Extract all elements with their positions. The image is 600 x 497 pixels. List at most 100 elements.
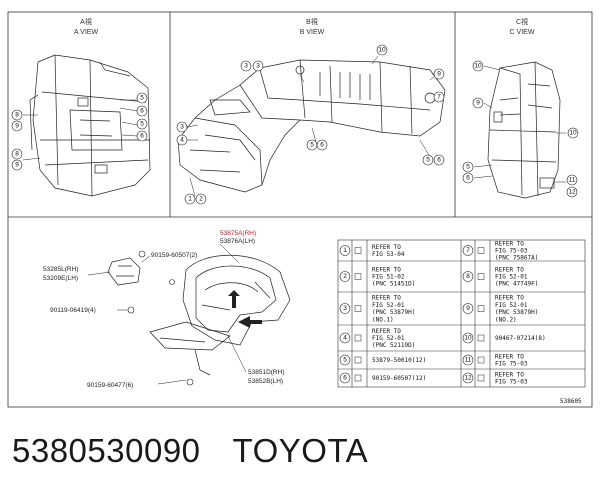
callout-5[interactable]: 5 [136,92,148,104]
legend-text: REFER TO [495,240,524,247]
fastener-icon [354,305,362,312]
legend-text: FIG 75-03 [495,361,528,368]
callout-9[interactable]: 9 [11,120,23,132]
view-a-title: A視 [80,17,92,26]
callout-5[interactable]: 5 [306,139,318,151]
legend-text: (NO.2) [495,316,517,323]
svg-text:2: 2 [199,196,203,203]
callout-6[interactable]: 6 [136,105,148,117]
legend-text: REFER TO [495,295,524,302]
view-c-callouts [473,65,566,183]
callout-7[interactable]: 7 [433,91,445,103]
callout-2[interactable]: 2 [195,193,207,205]
callout-9[interactable]: 9 [472,97,484,109]
svg-text:6: 6 [140,133,144,140]
callout-9[interactable]: 9 [433,68,445,80]
fastener-icon [477,356,485,364]
assembly-arrows [228,290,262,328]
legend-text: (PNC 47749F) [495,281,538,288]
label-clip-1[interactable]: 90159-60507(2) [151,252,197,259]
fastener-icon [477,247,485,254]
callout-6[interactable]: 6 [462,172,474,184]
legend-text: FIG 75-03 [495,379,528,386]
legend-text: FIG 53-04 [372,251,405,258]
fastener-icon [354,356,362,364]
callout-5[interactable]: 5 [136,118,148,130]
part-number: 5380530090 [12,432,201,469]
callout-6[interactable]: 6 [433,154,445,166]
view-a-drawing [29,54,151,197]
callout-5[interactable]: 5 [462,161,474,173]
svg-text:11: 11 [569,177,576,184]
svg-text:5: 5 [140,121,144,128]
svg-text:6: 6 [466,175,470,182]
legend-text: (PNC 53879H) [372,309,415,316]
svg-text:6: 6 [320,142,324,149]
view-c-drawing [487,61,561,199]
legend-text: FIG 52-01 [372,302,405,309]
callout-11[interactable]: 11 [566,174,578,186]
callout-10[interactable]: 10 [376,44,388,56]
view-b-subtitle: B VIEW [300,29,325,36]
svg-text:3: 3 [256,63,260,70]
legend-number: 7 [466,247,470,254]
fasteners [127,250,194,386]
label-clip-2[interactable]: 90119-06419(4) [50,307,96,314]
legend-text: (PNC 52119D) [372,342,415,349]
legend-text: (PNC 51451D) [372,281,415,288]
callout-3[interactable]: 3 [176,121,188,133]
diagram-frame [7,11,593,408]
svg-text:10: 10 [474,63,482,70]
fender-liner-drawing [107,254,291,376]
label-liner-lh[interactable]: 53876A(LH) [220,238,255,245]
svg-text:3: 3 [244,63,248,70]
legend-text: REFER TO [372,266,401,273]
legend-number: 8 [466,273,470,280]
legend-text: REFER TO [372,295,401,302]
label-cover-lh[interactable]: 53852B(LH) [248,378,283,385]
callout-10[interactable]: 10 [472,60,484,72]
callout-4[interactable]: 4 [176,134,188,146]
label-clip-3[interactable]: 90159-60477(6) [87,382,133,389]
label-seal-rh[interactable]: 53285L(RH) [43,266,78,273]
svg-text:9: 9 [476,100,480,107]
fastener-icon [477,273,485,280]
callout-6[interactable]: 6 [316,139,328,151]
label-liner-rh[interactable]: 53875A(RH) [220,230,256,237]
legend-number: 3 [343,305,347,312]
callout-8[interactable]: 8 [11,148,23,160]
callout-8[interactable]: 8 [11,109,23,121]
legend-number: 1 [343,247,347,254]
callout-6[interactable]: 6 [136,130,148,142]
fastener-icon [477,334,485,342]
assembly-leaders [87,243,247,385]
legend-text: (PNC 53879H) [495,309,538,316]
callout-9[interactable]: 9 [11,159,23,171]
label-cover-rh[interactable]: 53851D(RH) [248,369,285,376]
figure-code: 538605 [560,398,582,405]
legend-number: 9 [466,305,470,312]
callout-12[interactable]: 12 [566,186,578,198]
callout-3[interactable]: 3 [252,60,264,72]
callout-5[interactable]: 5 [422,154,434,166]
fastener-icon [477,374,485,382]
callout-1[interactable]: 1 [184,193,196,205]
svg-text:12: 12 [568,189,576,196]
callout-10[interactable]: 10 [567,127,579,139]
svg-text:1: 1 [188,196,192,203]
legend-text: 53879-50010(12) [372,357,426,364]
fastener-icon [354,334,362,342]
svg-text:4: 4 [180,137,184,144]
fastener-icon [354,247,362,254]
label-seal-lh[interactable]: 53209E(LH) [43,275,78,282]
callout-3[interactable]: 3 [240,60,252,72]
